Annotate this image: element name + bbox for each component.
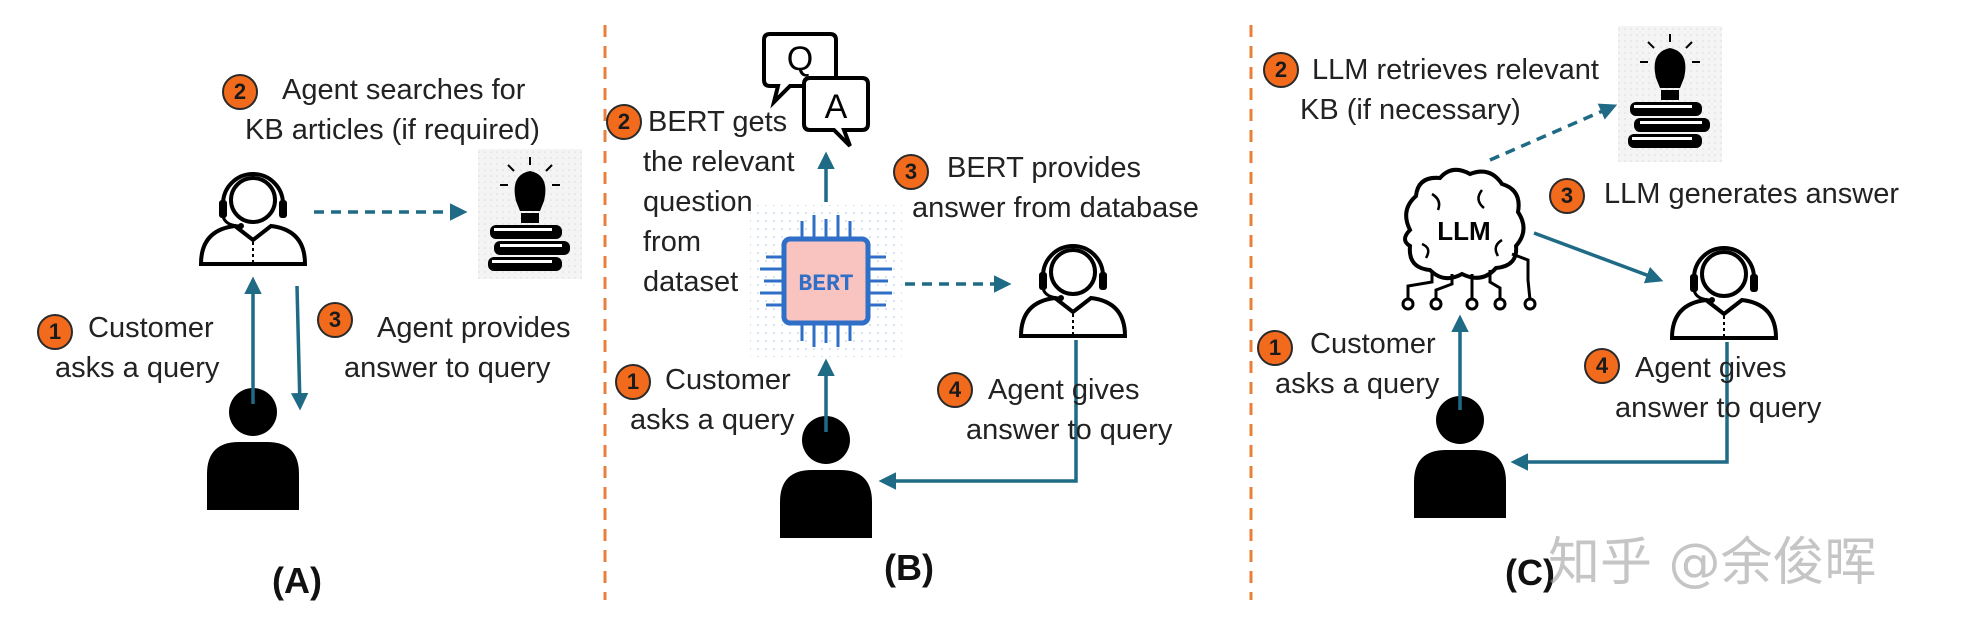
arrow-c-llm-to-agent bbox=[1533, 231, 1664, 284]
step-text-b3-line1: BERT provides bbox=[947, 152, 1141, 184]
qa-letter-a: A bbox=[825, 88, 848, 126]
step-text-b2-line5: dataset bbox=[643, 266, 739, 298]
bulb-books-icon bbox=[478, 149, 582, 279]
step-badge-b2: 2 bbox=[606, 104, 642, 140]
step-text-b1-line1: Customer bbox=[665, 364, 791, 396]
qa-bubbles-icon: Q A bbox=[762, 32, 870, 148]
step-text-c2-line2: KB (if necessary) bbox=[1300, 94, 1521, 126]
step-badge-c3: 3 bbox=[1549, 178, 1585, 214]
arrow-a-agent-to-customer bbox=[290, 285, 309, 411]
step-text-b2-line4: from bbox=[643, 226, 701, 258]
watermark: 知乎 @余俊晖 bbox=[1548, 533, 1877, 593]
arrow-c-agent-to-customer bbox=[1510, 342, 1729, 471]
bert-chip-label: BERT bbox=[798, 271, 853, 297]
step-text-b3-line2: answer from database bbox=[912, 192, 1199, 224]
arrow-b-agent-to-customer bbox=[878, 340, 1078, 490]
step-text-b1-line2: asks a query bbox=[630, 404, 795, 436]
step-text-c1-line2: asks a query bbox=[1275, 368, 1440, 400]
step-text-b4-line1: Agent gives bbox=[988, 374, 1140, 406]
arrow-c-llm-to-kb bbox=[1489, 103, 1618, 162]
step-text-a3-line2: answer to query bbox=[344, 352, 551, 384]
step-text-a3-line1: Agent provides bbox=[377, 312, 571, 344]
step-badge-c1: 1 bbox=[1257, 330, 1293, 366]
step-text-a2-line2: KB articles (if required) bbox=[245, 114, 540, 146]
panel-label-c: (C) bbox=[1505, 552, 1555, 593]
bulb-books-icon bbox=[1618, 26, 1722, 162]
qa-letter-q: Q bbox=[787, 40, 813, 78]
step-badge-c4: 4 bbox=[1584, 348, 1620, 384]
step-badge-b3: 3 bbox=[893, 154, 929, 190]
agent-headset-icon bbox=[1018, 244, 1128, 338]
llm-brain-label: LLM bbox=[1437, 216, 1490, 246]
agent-headset-icon bbox=[1669, 246, 1779, 340]
panel-label-b: (B) bbox=[884, 547, 934, 588]
step-text-b4-line2: answer to query bbox=[966, 414, 1173, 446]
step-badge-c2: 2 bbox=[1263, 52, 1299, 88]
step-badge-a1: 1 bbox=[37, 314, 73, 350]
step-text-b2-line2: the relevant bbox=[643, 146, 795, 178]
step-text-a1-line2: asks a query bbox=[55, 352, 220, 384]
step-badge-b4: 4 bbox=[937, 372, 973, 408]
step-badge-a2: 2 bbox=[222, 74, 258, 110]
step-text-c2-line1: LLM retrieves relevant bbox=[1312, 54, 1599, 86]
customer-icon bbox=[207, 388, 299, 510]
step-text-a2-line1: Agent searches for bbox=[282, 74, 526, 106]
step-text-c4-line2: answer to query bbox=[1615, 392, 1822, 424]
panel-label-a: (A) bbox=[272, 560, 322, 601]
step-text-a1-line1: Customer bbox=[88, 312, 214, 344]
customer-icon bbox=[780, 416, 872, 538]
step-text-b2-line1: BERT gets bbox=[648, 106, 788, 138]
step-badge-b1: 1 bbox=[615, 364, 651, 400]
step-badge-a3: 3 bbox=[317, 302, 353, 338]
llm-brain-icon: LLM bbox=[1401, 167, 1537, 311]
step-text-c3-line1: LLM generates answer bbox=[1604, 178, 1899, 210]
agent-headset-icon bbox=[198, 172, 308, 266]
bert-chip-icon: BERT bbox=[750, 205, 902, 357]
step-text-c1-line1: Customer bbox=[1310, 328, 1436, 360]
step-text-c4-line1: Agent gives bbox=[1635, 352, 1787, 384]
step-text-b2-line3: question bbox=[643, 186, 753, 218]
customer-icon bbox=[1414, 396, 1506, 518]
